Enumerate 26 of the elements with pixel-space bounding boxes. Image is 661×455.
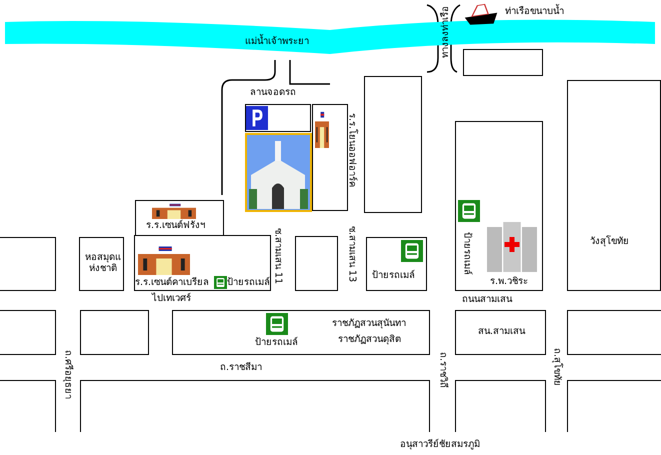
road-name: ถ.ราชวิถี [437,352,448,388]
road-name: ถ.ราชสีมา [220,362,262,374]
road-name: ทางลงท่าเรือ [440,6,452,58]
bus-stop-label: ป้ายรถเมล์ [372,270,415,282]
bus-stop-label: ป้ายรถเมล์ [461,232,472,275]
place-label: ลานจอดรถ [250,87,296,98]
river-name: แม่น้ำเจ้าพระยา [245,36,309,48]
university-name: ราชภัฏสวนสุนันทา [332,318,406,330]
university-name: ราชภัฏสวนดุสิต [338,334,401,346]
school-name: ร.ร.เซนต์ฟรังฯ [146,220,206,232]
bus-stop-label: ป้ายรถเมล์ [255,337,298,348]
direction-label: ไปเทเวศร์ [152,293,191,304]
bus-stop-label: ป้ายรถเมล์ [227,277,270,288]
palace-name: วังสุโขทัย [590,236,629,248]
school-name: ร.ร.เซนต์คาเบรียล [135,277,210,288]
road-name: ถนนสามเสน [462,294,512,306]
road-name: ถ.ศรีอยุธยา [62,350,74,400]
school-name: ร.ร.โยนออฟอาร์ค [346,113,358,188]
police-station-name: สน.สามเสน [478,326,526,338]
hospital-name: ร.พ.วชิระ [490,276,528,288]
road-name: ซ.สามเสน 13 [346,226,358,282]
landmark-label: อนุสาวรีย์ชัยสมรภูมิ [400,439,480,450]
road-name: ซ.สามเสน 11 [272,228,284,284]
pier-name: ท่าเรือขนาบน้ำ [505,6,564,18]
library-name: หอสมุดแห่งชาติ [84,252,122,275]
road-name: ถ.สุโขทัย [551,348,562,386]
